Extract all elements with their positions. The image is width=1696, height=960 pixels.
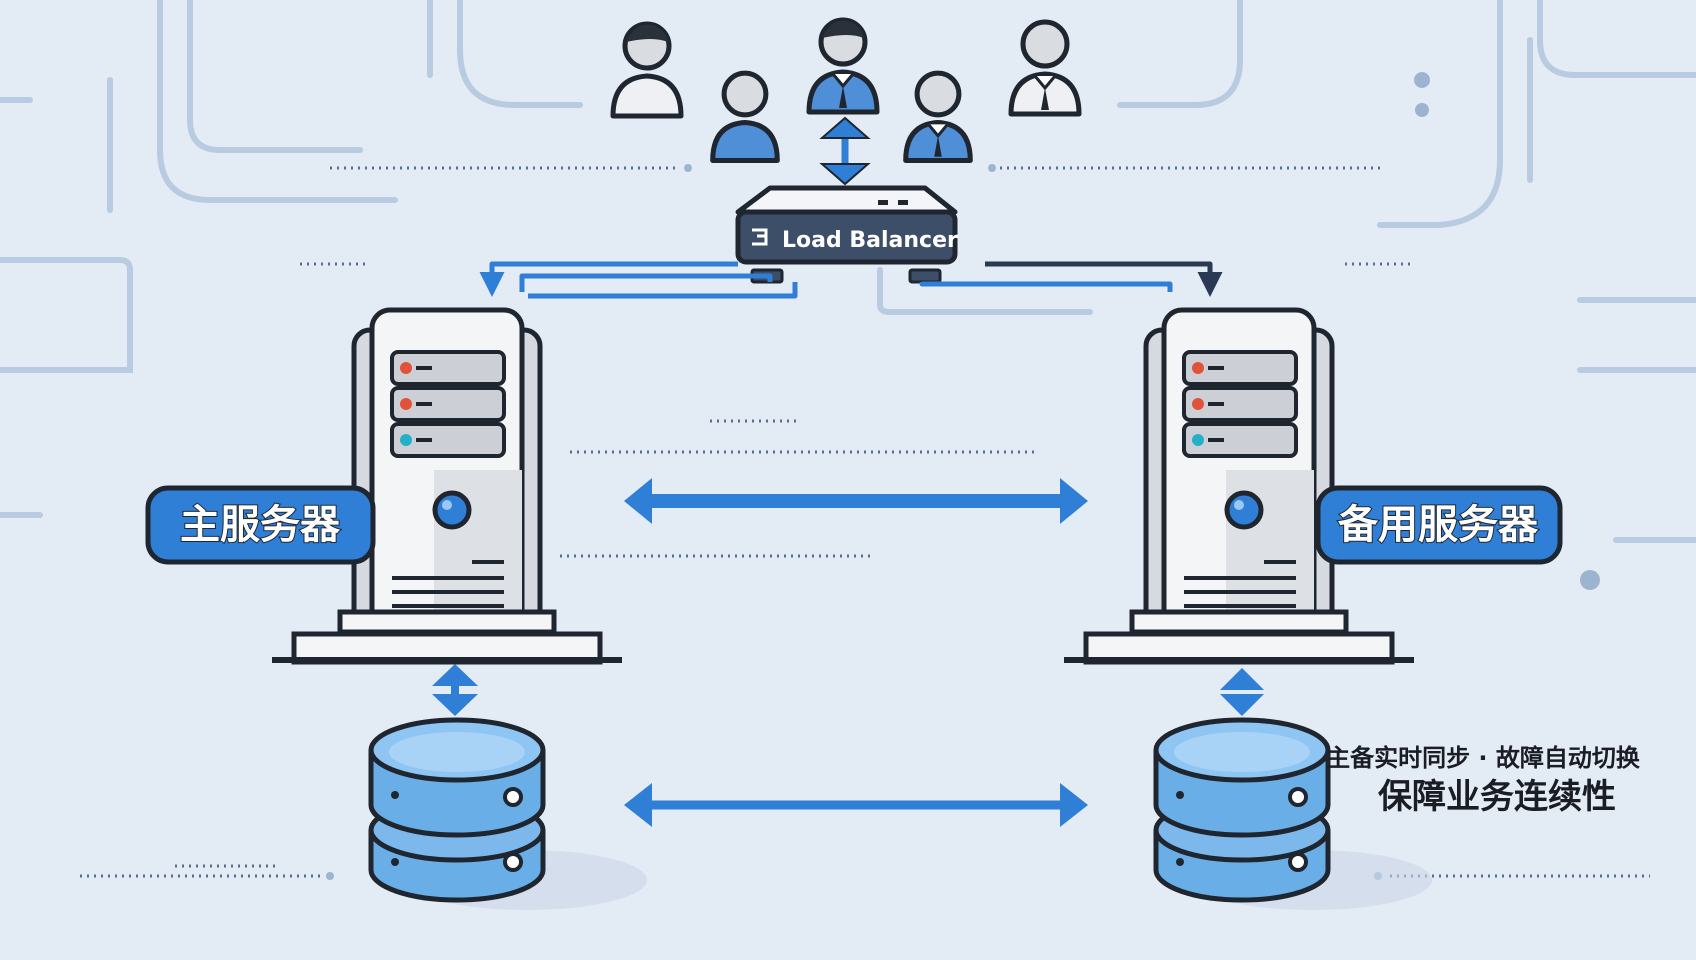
backup-db-arrow (1220, 668, 1264, 716)
caption-line-2: 保障业务连续性 (1378, 777, 1616, 817)
user-icon (903, 70, 973, 163)
primary-server-tag: 主服务器 (145, 485, 376, 565)
status-led-icon (1192, 362, 1204, 374)
database-sync-arrow (624, 783, 1088, 827)
backup-server-label: 备用服务器 (1338, 502, 1539, 548)
power-button-icon (432, 490, 472, 530)
user-icon (1008, 19, 1082, 117)
load-balancer-label: Load Balancer (782, 228, 958, 253)
backup-server-tag: 备用服务器 (1315, 485, 1563, 565)
background-circuit-lines (0, 0, 1696, 543)
caption-line-1: 主备实时同步 · 故障自动切换 (1326, 744, 1641, 772)
power-button-icon (1224, 490, 1264, 530)
backup-server (1064, 307, 1414, 665)
status-led-icon (400, 362, 412, 374)
status-led-icon (1192, 434, 1204, 446)
users-lb-arrow (819, 116, 871, 186)
primary-db-arrow (432, 664, 478, 716)
status-led-icon (400, 398, 412, 410)
load-balancer: Load Balancer (735, 185, 958, 284)
drive-bay (390, 386, 506, 422)
drive-bay (390, 422, 506, 458)
user-group (610, 17, 1082, 163)
status-led-icon (1192, 398, 1204, 410)
drive-bay (1182, 350, 1298, 386)
user-icon (610, 21, 684, 119)
user-icon (806, 17, 880, 115)
status-led-icon (400, 434, 412, 446)
drive-bay (1182, 386, 1298, 422)
primary-server (272, 307, 622, 665)
background-dotted-lines (80, 166, 1650, 878)
user-icon (710, 70, 780, 163)
backup-database (1153, 717, 1432, 910)
lb-server-connectors (479, 261, 1223, 299)
drive-bay (1182, 422, 1298, 458)
lb-logo-icon (752, 228, 768, 246)
primary-database (368, 717, 647, 910)
primary-server-label: 主服务器 (180, 502, 341, 548)
server-sync-arrow (624, 478, 1088, 524)
drive-bay (390, 350, 506, 386)
